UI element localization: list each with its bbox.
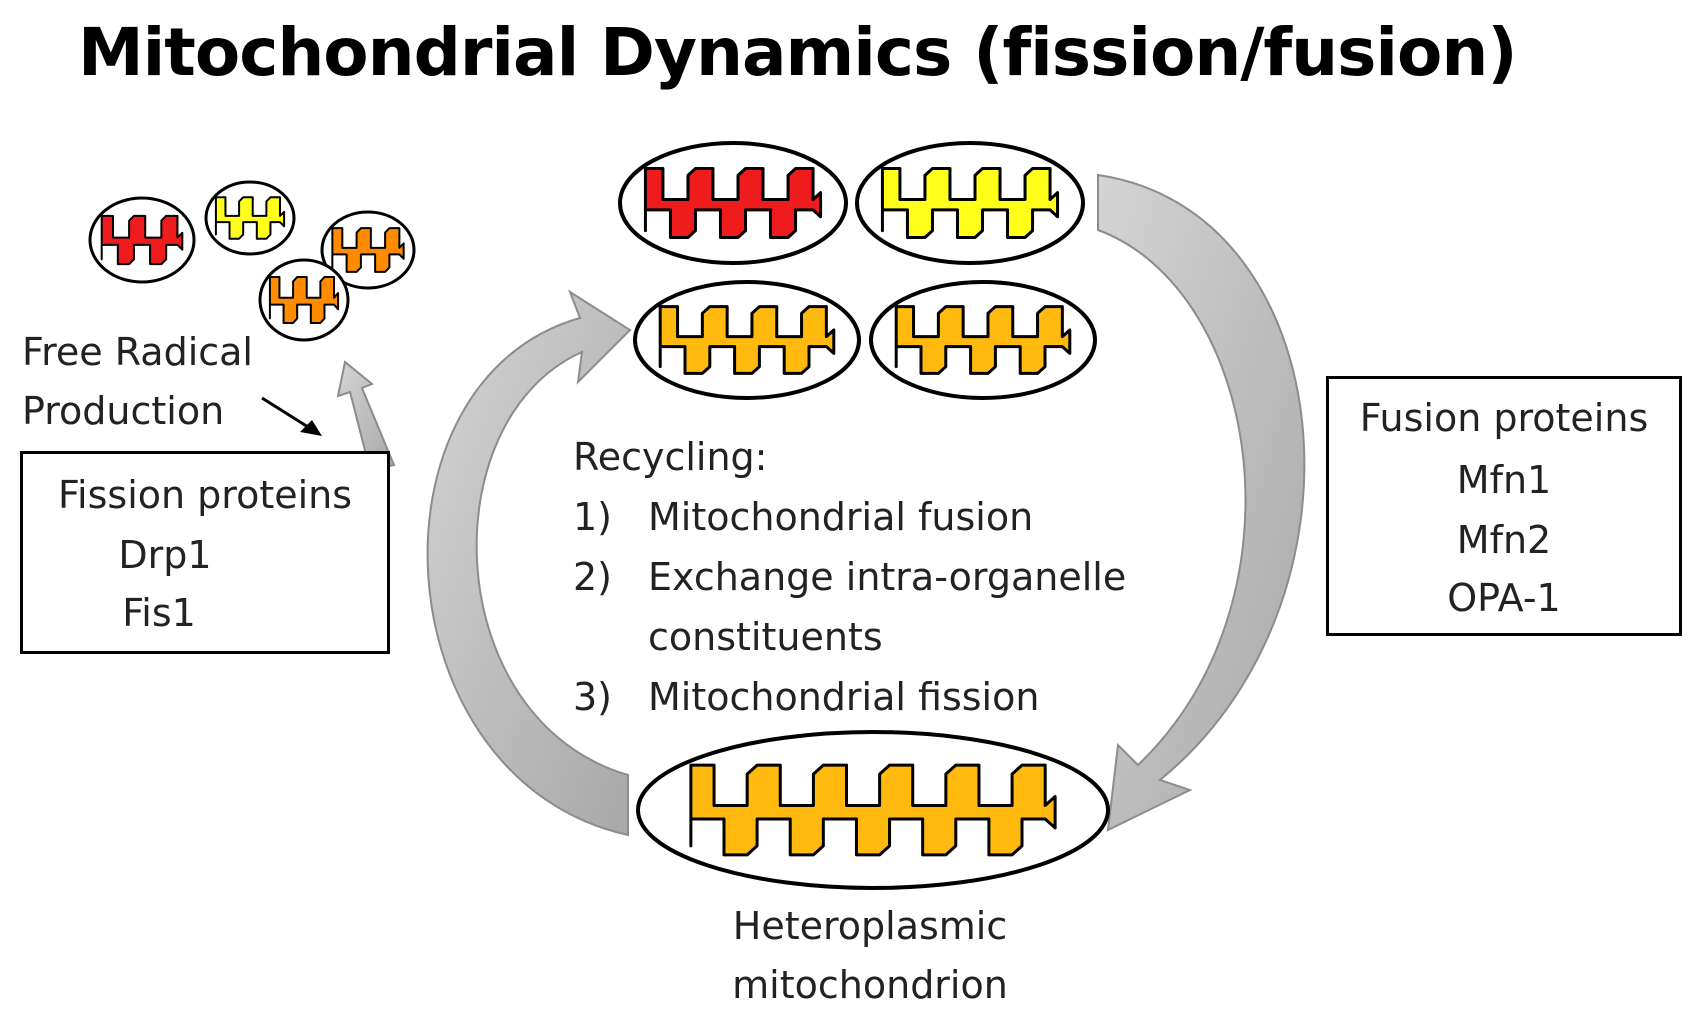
mitochondrion-cristae: [643, 167, 823, 239]
mitochondrion-cristae: [689, 763, 1057, 857]
small-mitochondrion-orange: [320, 210, 416, 290]
mitochondrion-amber: [869, 280, 1097, 400]
recycling-step-number: 3): [573, 675, 613, 719]
recycling-step-number: 2): [573, 555, 613, 599]
fission-cycle-arrow: [426, 289, 632, 837]
mitochondrion-cristae: [658, 305, 836, 375]
mitochondrion-cristae: [894, 305, 1072, 375]
heteroplasmic-label-line2: mitochondrion: [732, 963, 1008, 1007]
fusion-proteins-box: Fusion proteins Mfn1 Mfn2 OPA-1: [1326, 376, 1682, 636]
mitochondrion-cristae: [100, 214, 184, 266]
fusion-cycle-arrow: [1097, 173, 1306, 832]
free-radical-label-line1: Free Radical: [22, 330, 253, 374]
heteroplasmic-mitochondrion: [636, 730, 1110, 890]
recycling-step-text: Mitochondrial fusion: [648, 495, 1034, 539]
fission-protein-item: Fis1: [122, 591, 196, 635]
small-mitochondrion-red: [88, 196, 196, 284]
heteroplasmic-label-line1: Heteroplasmic: [732, 904, 1008, 948]
mitochondrion-cristae: [268, 276, 340, 324]
fission-protein-item: Drp1: [118, 533, 212, 577]
recycling-step-text: Exchange intra-organelle: [648, 555, 1127, 599]
fusion-protein-item: OPA-1: [1447, 576, 1561, 620]
fission-proteins-heading: Fission proteins: [57, 473, 353, 517]
recycling-step-text: Mitochondrial fission: [648, 675, 1040, 719]
fusion-protein-item: Mfn1: [1456, 458, 1552, 502]
page-title: Mitochondrial Dynamics (fission/fusion): [78, 14, 1518, 91]
mitochondrion-yellow: [855, 141, 1085, 265]
mitochondrion-red: [618, 141, 848, 265]
mitochondrion-cristae: [331, 227, 405, 273]
mitochondrion-cristae: [880, 167, 1060, 239]
small-mitochondrion-orange: [258, 258, 350, 342]
free-radical-label-line2: Production: [22, 389, 225, 433]
free-radical-pointer-head: [300, 420, 322, 436]
recycling-step-number: 1): [573, 495, 613, 539]
mitochondrion-amber: [633, 280, 861, 400]
fusion-protein-item: Mfn2: [1456, 518, 1552, 562]
fusion-proteins-heading: Fusion proteins: [1359, 396, 1649, 440]
fission-proteins-box: Fission proteins Drp1 Fis1: [20, 451, 390, 654]
mitochondrion-cristae: [214, 196, 286, 240]
recycling-step-text-continued: constituents: [648, 615, 883, 659]
small-mitochondrion-yellow: [204, 180, 296, 256]
recycling-heading: Recycling:: [573, 435, 768, 479]
